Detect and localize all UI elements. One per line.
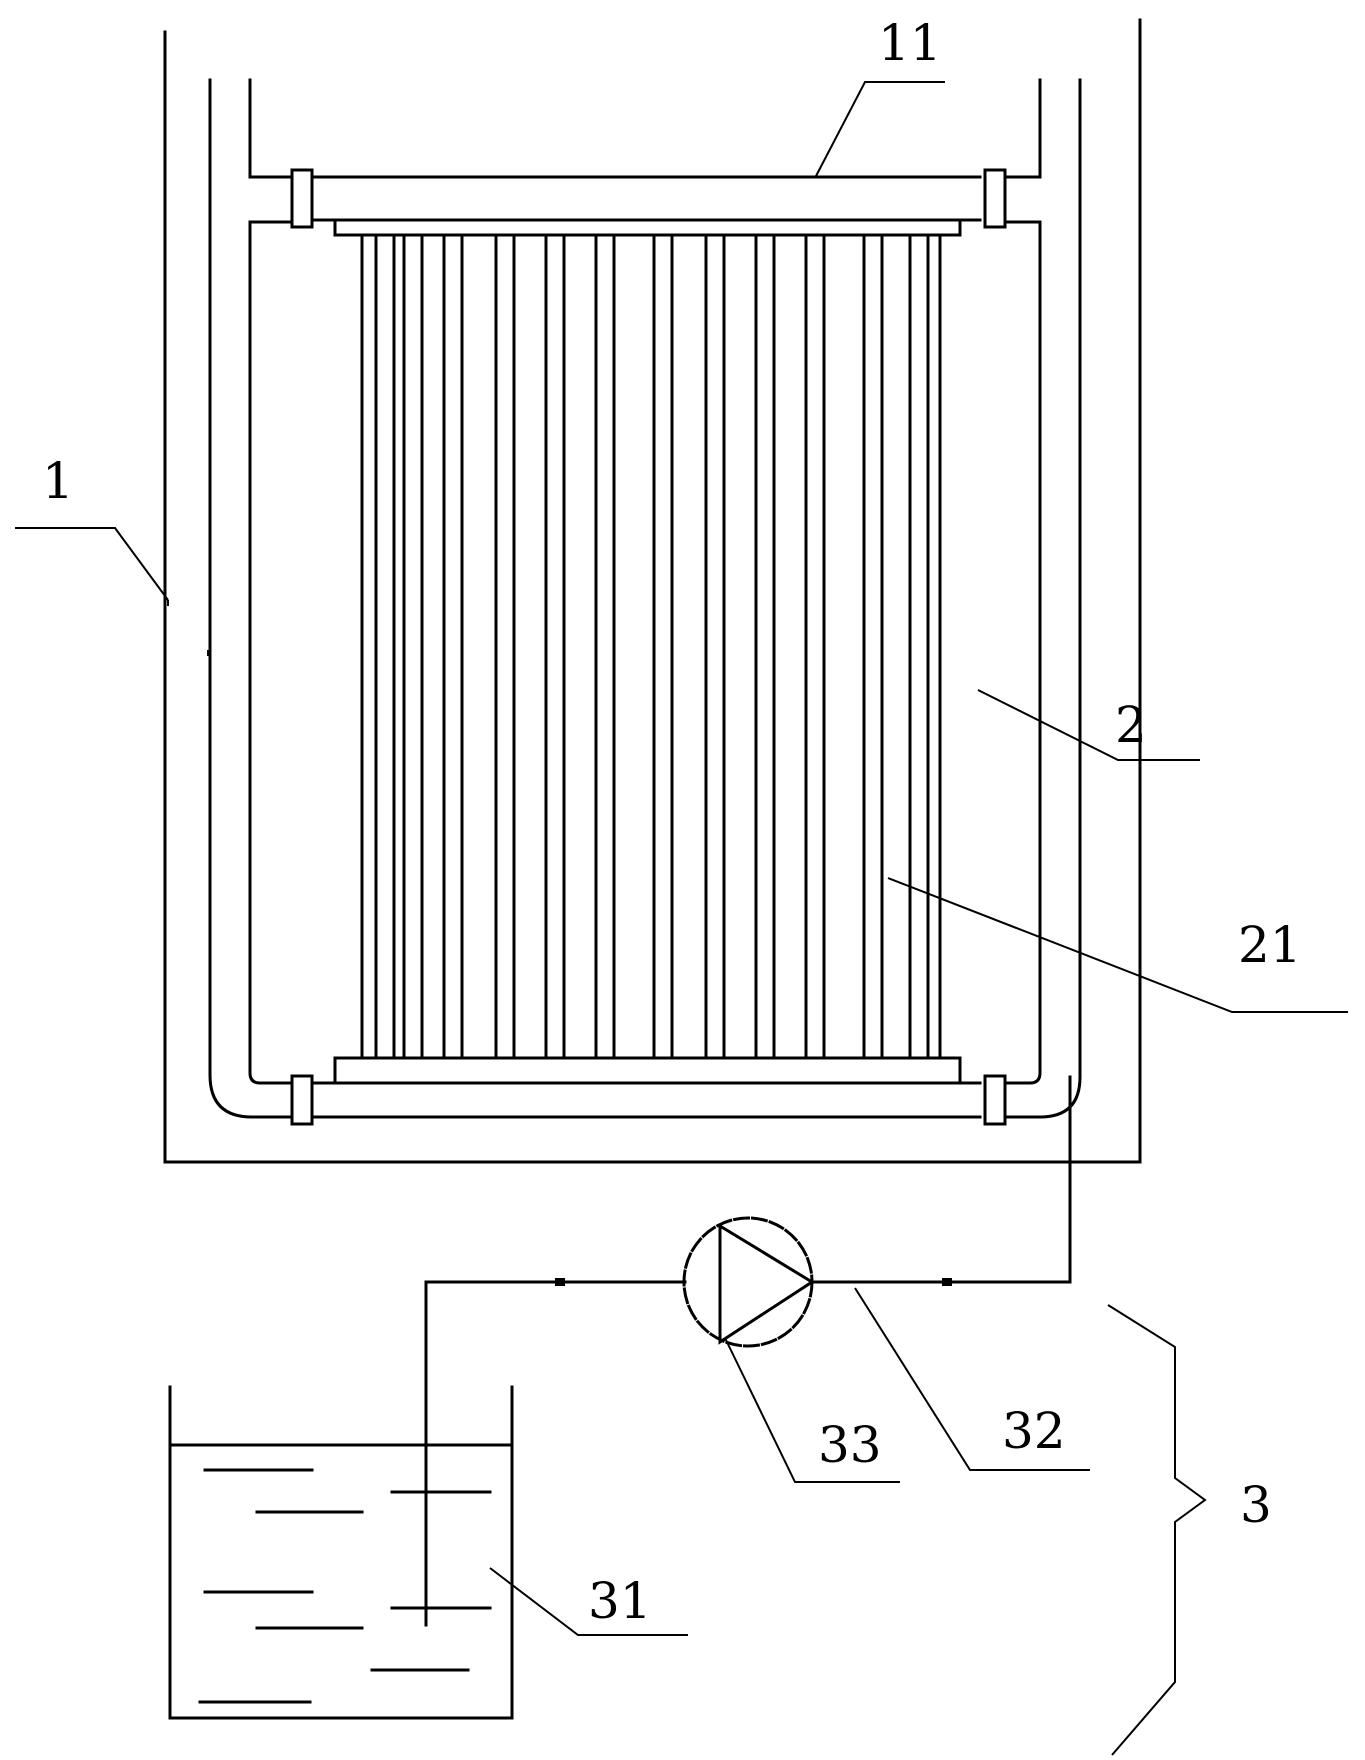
leader-31	[489, 1567, 688, 1636]
membrane-tube	[704, 233, 726, 1060]
membrane-tube-bundle	[360, 233, 942, 1060]
pump-symbol	[682, 1216, 815, 1348]
system-brace	[1107, 1304, 1207, 1756]
leader-2	[977, 689, 1200, 761]
pipe-joint	[942, 1278, 952, 1286]
inner-loop-pipe-inner	[248, 78, 1042, 1085]
label-module: 2	[1115, 696, 1147, 754]
label-pump: 33	[818, 1416, 882, 1474]
outlet-pipe	[810, 1075, 1072, 1284]
label-membrane-tubes: 21	[1238, 916, 1302, 974]
leader-1	[15, 527, 169, 601]
top-right-flange	[983, 168, 1007, 229]
membrane-tube	[652, 233, 674, 1060]
label-tank: 1	[42, 452, 74, 510]
membrane-tube	[862, 233, 884, 1060]
top-header-plate	[333, 218, 962, 237]
liquid-level-marks	[198, 1468, 492, 1704]
leader-11	[814, 81, 945, 179]
label-pipe: 32	[1002, 1402, 1066, 1460]
membrane-tube	[374, 233, 396, 1060]
leader-33	[724, 1337, 900, 1483]
leader-21	[887, 877, 1348, 1013]
leader-32	[854, 1287, 1090, 1471]
membrane-tube	[544, 233, 566, 1060]
suction-pipe	[424, 1280, 687, 1627]
bottom-right-flange	[983, 1074, 1007, 1126]
top-left-flange	[290, 168, 314, 229]
membrane-tube	[494, 233, 516, 1060]
membrane-tube	[754, 233, 776, 1060]
bottom-manifold-pipe	[310, 1081, 982, 1119]
label-manifold: 11	[878, 14, 942, 72]
bottom-header-plate	[333, 1056, 962, 1085]
label-reservoir: 31	[588, 1572, 652, 1630]
membrane-tube	[594, 233, 616, 1060]
reservoir-tank	[168, 1385, 514, 1720]
bottom-left-flange	[290, 1074, 314, 1126]
pipe-joint	[555, 1278, 565, 1286]
membrane-tube	[804, 233, 826, 1060]
label-system: 3	[1240, 1476, 1272, 1534]
membrane-tube	[908, 233, 930, 1060]
membrane-tube	[442, 233, 464, 1060]
membrane-tube	[402, 233, 424, 1060]
top-manifold-pipe	[310, 175, 982, 222]
